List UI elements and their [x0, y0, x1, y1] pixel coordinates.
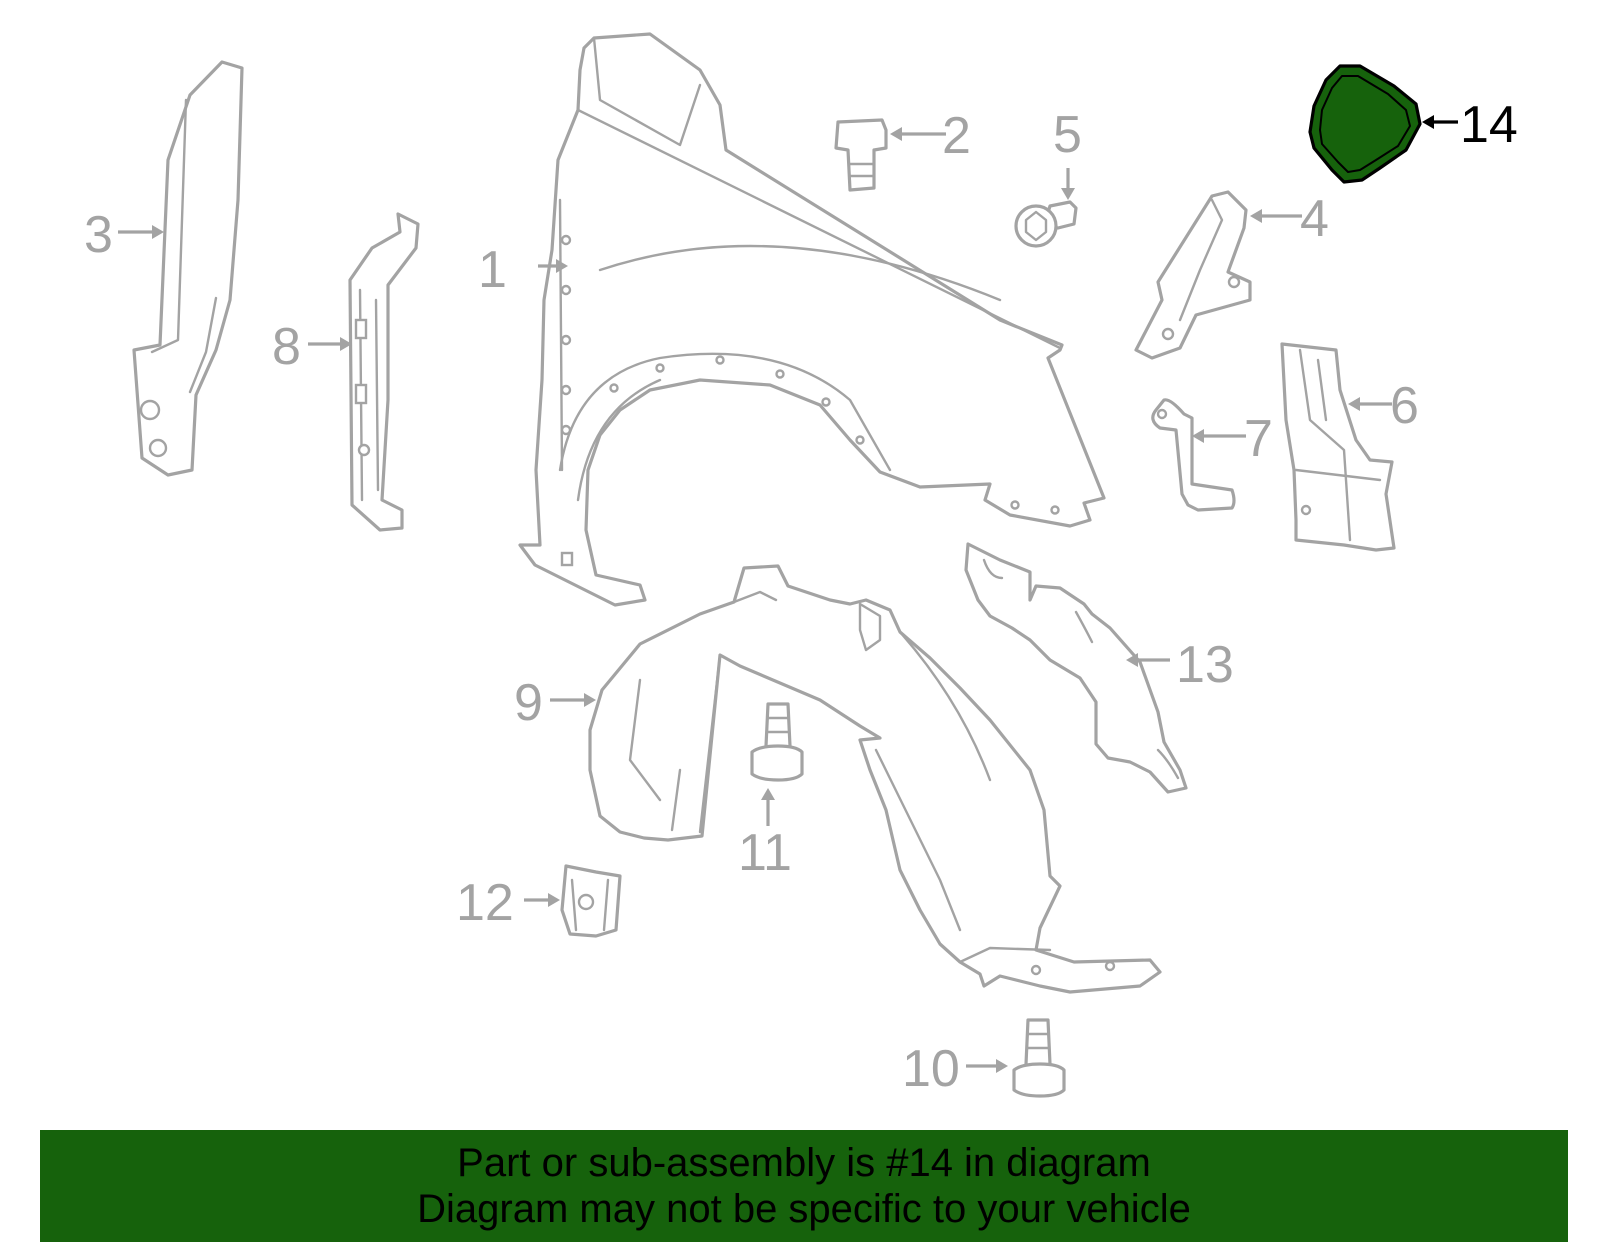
part-10-push-pin[interactable] — [1012, 1018, 1066, 1098]
callout-5: 5 — [1053, 106, 1082, 200]
callout-14-highlighted: 14 — [1422, 96, 1518, 154]
svg-text:10: 10 — [902, 1040, 960, 1098]
part-13-shield[interactable] — [964, 542, 1188, 794]
callout-7: 7 — [1192, 410, 1273, 468]
part-5-bolt[interactable] — [1014, 200, 1078, 248]
part-6-panel[interactable] — [1280, 342, 1396, 552]
callout-12: 12 — [456, 874, 560, 932]
part-8-bracket[interactable] — [348, 212, 420, 532]
part-7-bracket[interactable] — [1151, 398, 1236, 512]
svg-text:8: 8 — [272, 318, 301, 376]
part-4-bracket[interactable] — [1134, 190, 1252, 360]
svg-text:1: 1 — [478, 241, 507, 299]
callout-8: 8 — [272, 318, 352, 376]
callout-2: 2 — [890, 107, 971, 165]
callout-6: 6 — [1348, 377, 1419, 435]
svg-text:9: 9 — [514, 674, 543, 732]
callout-4: 4 — [1250, 190, 1329, 248]
callout-10: 10 — [902, 1040, 1008, 1098]
callout-13: 13 — [1126, 636, 1234, 694]
callout-11: 11 — [738, 788, 792, 882]
callout-3: 3 — [84, 206, 164, 264]
svg-text:7: 7 — [1244, 410, 1273, 468]
part-2-clip[interactable] — [834, 118, 888, 192]
svg-text:4: 4 — [1300, 190, 1329, 248]
part-1-fender[interactable] — [518, 32, 1106, 607]
svg-text:11: 11 — [738, 824, 792, 882]
part-9-wheelhouse-liner[interactable] — [588, 564, 1162, 994]
svg-text:5: 5 — [1053, 106, 1082, 164]
svg-text:12: 12 — [456, 874, 514, 932]
part-11-push-pin[interactable] — [750, 702, 804, 782]
part-3-pillar-trim[interactable] — [132, 60, 244, 477]
callout-9: 9 — [514, 674, 596, 732]
part-12-clip-nut[interactable] — [560, 864, 622, 938]
part-14-cap-highlighted[interactable] — [1308, 64, 1422, 184]
svg-text:2: 2 — [942, 107, 971, 165]
callout-1: 1 — [478, 241, 568, 299]
svg-text:13: 13 — [1176, 636, 1234, 694]
banner-line-disclaimer: Diagram may not be specific to your vehi… — [417, 1187, 1191, 1231]
svg-text:6: 6 — [1390, 377, 1419, 435]
svg-text:3: 3 — [84, 206, 113, 264]
svg-text:14: 14 — [1460, 96, 1518, 154]
info-banner: Part or sub-assembly is #14 in diagram D… — [40, 1130, 1568, 1242]
banner-line-part: Part or sub-assembly is #14 in diagram — [457, 1141, 1151, 1185]
